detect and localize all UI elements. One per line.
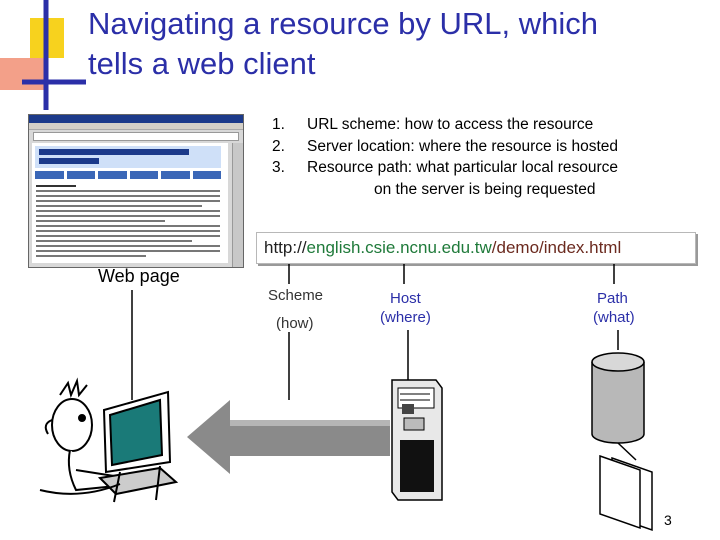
response-arrow (187, 400, 390, 474)
list-text: on the server is being requested (374, 180, 596, 198)
list-number: 1. (272, 116, 285, 133)
web-page-label: Web page (98, 266, 180, 286)
url-separator: // (297, 238, 307, 257)
server-icon (391, 379, 443, 501)
url-scheme: http: (264, 238, 298, 257)
browser-content (32, 143, 228, 263)
page-number: 3 (664, 512, 672, 528)
path-sub-label: (what) (593, 309, 635, 326)
database-icon (591, 352, 645, 444)
browser-titlebar (29, 115, 243, 123)
page-text-lines (36, 185, 220, 260)
user-at-computer (39, 377, 179, 503)
list-number: 3. (272, 159, 285, 176)
example-url: http://english.csie.ncnu.edu.tw/demo/ind… (256, 232, 696, 264)
list-item: 2. Server location: where the resource i… (272, 136, 618, 158)
url-path: demo/index.html (496, 238, 622, 257)
red-square (0, 58, 46, 90)
url-host: english.csie.ncnu.edu.tw (306, 238, 492, 257)
scheme-label: Scheme (268, 287, 324, 304)
list-text: URL scheme: how to access the resource (307, 116, 594, 133)
slide-title: Navigating a resource by URL, which tell… (88, 4, 708, 84)
scheme-sub-label: (how) (276, 315, 314, 332)
list-item: 3. Resource path: what particular local … (272, 157, 618, 179)
corner-decoration (0, 0, 86, 110)
browser-address-bar (33, 132, 239, 141)
browser-scrollbar (232, 143, 243, 267)
browser-screenshot (28, 114, 244, 268)
page-header-block (35, 146, 221, 168)
list-text: Resource path: what particular local res… (307, 159, 619, 176)
url-separator: / (491, 238, 497, 257)
path-label: Path (597, 290, 628, 307)
title-line-2: tells a web client (88, 46, 316, 81)
host-sub-label: (where) (380, 309, 431, 326)
file-documents-icon (599, 454, 653, 532)
host-label: Host (390, 290, 421, 307)
title-line-1: Navigating a resource by URL, which (88, 6, 599, 41)
list-text: Server location: where the resource is h… (307, 137, 619, 155)
list-number: 2. (272, 137, 285, 155)
list-item: 1. URL scheme: how to access the resourc… (272, 114, 618, 136)
page-nav-tabs (35, 171, 221, 179)
browser-menubar (29, 123, 243, 130)
db-to-file-connector (617, 442, 637, 461)
list-continuation: on the server is being requested (272, 179, 618, 201)
url-parts-list: 1. URL scheme: how to access the resourc… (272, 114, 618, 200)
